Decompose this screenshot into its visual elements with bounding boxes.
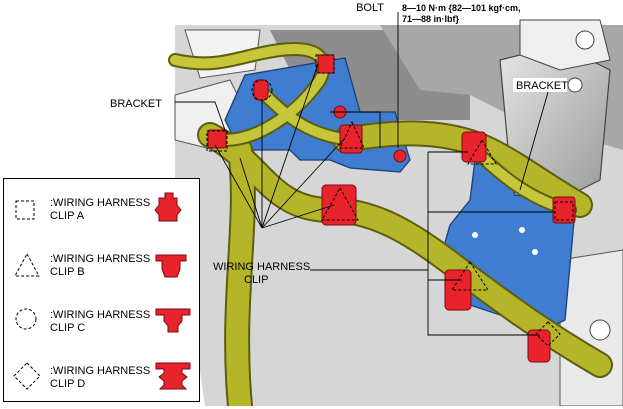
clip-markers — [206, 54, 574, 347]
bracket-left-label: BRACKET — [110, 98, 162, 110]
torque-spec-line2: 71—88 in·lbf} — [402, 14, 460, 24]
legend-clip-d-line1: :WIRING HARNESS — [50, 365, 151, 377]
wiring-clip-label-line1: WIRING HARNESS — [213, 261, 310, 273]
clip-legend: :WIRING HARNESS CLIP A :WIRING HARNESS C… — [3, 178, 200, 402]
legend-item-clip-b: :WIRING HARNESS CLIP B — [4, 241, 199, 297]
legend-item-clip-d: :WIRING HARNESS CLIP D — [4, 353, 199, 409]
harness-clips — [207, 54, 576, 363]
legend-clip-d-line2: CLIP D — [50, 378, 86, 390]
legend-clip-c-line2: CLIP C — [50, 322, 86, 334]
bracket-right-label: BRACKET — [516, 80, 568, 92]
circle-dashed-icon — [15, 308, 37, 330]
clip-c-icon — [155, 308, 191, 333]
legend-clip-b-line1: :WIRING HARNESS — [50, 253, 151, 265]
clip-a-icon — [154, 192, 182, 222]
legend-item-clip-a: :WIRING HARNESS CLIP A — [4, 185, 199, 241]
triangle-dashed-icon — [14, 252, 40, 277]
legend-clip-a-line2: CLIP A — [50, 210, 85, 222]
diamond-dashed-icon — [13, 362, 41, 390]
wiring-clip-label-line2: CLIP — [244, 274, 268, 286]
legend-clip-a-line1: :WIRING HARNESS — [50, 197, 151, 209]
clip-d-icon — [155, 362, 191, 390]
clip-b-icon — [155, 254, 187, 278]
torque-spec-line1: 8—10 N·m {82—101 kgf·cm, — [402, 3, 521, 13]
square-dashed-icon — [15, 200, 35, 220]
bolt-label: BOLT — [356, 2, 384, 14]
leader-lines — [175, 12, 556, 336]
bracket-right-label-bg — [513, 78, 567, 92]
legend-clip-b-line2: CLIP B — [50, 266, 85, 278]
legend-item-clip-c: :WIRING HARNESS CLIP C — [4, 297, 199, 353]
wiring-harness — [168, 42, 613, 406]
legend-clip-c-line1: :WIRING HARNESS — [50, 309, 151, 321]
